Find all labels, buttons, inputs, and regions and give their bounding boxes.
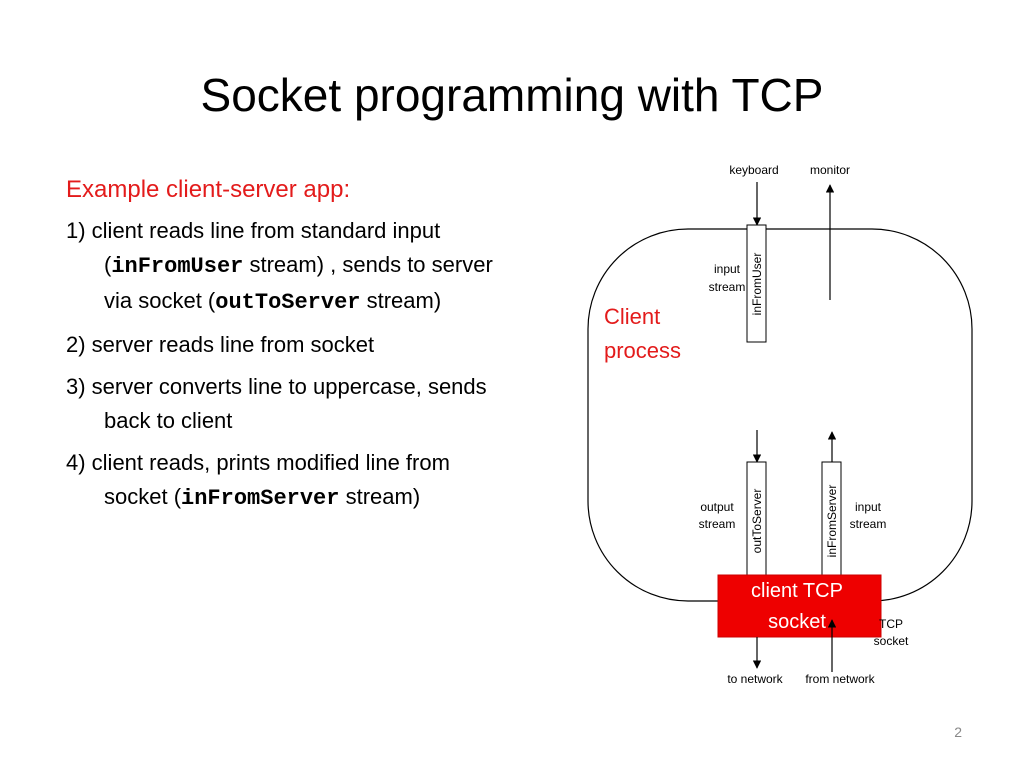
bullet-item-4-text-b: stream) <box>339 484 421 509</box>
input-stream-bottom-line2: stream <box>850 517 887 531</box>
in-from-server-label: inFromServer <box>825 485 839 558</box>
bullet-item-4-text-a: 4) client reads, prints modified line fr… <box>66 450 450 509</box>
monitor-label: monitor <box>810 163 850 177</box>
to-network-label: to network <box>727 672 783 686</box>
output-stream-line2: stream <box>699 517 736 531</box>
tcp-socket-label-line2: socket <box>874 634 909 648</box>
bullet-item-1-code-a: inFromUser <box>111 254 244 279</box>
bullet-item-1: 1) client reads line from standard input… <box>66 214 506 320</box>
slide-number: 2 <box>954 724 962 740</box>
in-from-user-box <box>746 224 767 343</box>
bullet-item-3: 3) server converts line to uppercase, se… <box>66 374 487 433</box>
bullet-heading: Example client-server app: <box>66 176 351 203</box>
bullet-item-4-code-a: inFromServer <box>181 486 340 511</box>
output-stream-line1: output <box>700 500 734 514</box>
bullet-item-1-text-b: stream) , sends to server via socket ( <box>104 252 493 313</box>
from-network-label: from network <box>805 672 875 686</box>
bullet-item-4: 4) client reads, prints modified line fr… <box>66 446 506 516</box>
client-tcp-socket-line1: client TCP <box>751 580 843 602</box>
client-process-line1: Client <box>604 304 660 329</box>
out-to-server-label: outToServer <box>750 489 764 554</box>
bullet-item-1-text-a: 1) client reads line from standard input… <box>66 218 441 277</box>
client-process-line2: process <box>604 338 681 363</box>
bullet-item-1-text-c: stream) <box>360 288 442 313</box>
keyboard-label: keyboard <box>729 163 778 177</box>
client-process-boundary <box>587 228 973 602</box>
bullet-list: Example client-server app: 1) client rea… <box>66 176 506 524</box>
input-stream-bottom-line1: input <box>855 500 882 514</box>
client-tcp-socket-line2: socket <box>768 611 826 633</box>
input-stream-top-line2: stream <box>709 280 746 294</box>
in-from-user-label: inFromUser <box>750 253 764 316</box>
bullet-item-1-code-b: outToServer <box>215 290 361 315</box>
client-tcp-socket-box <box>717 574 882 638</box>
slide-title: Socket programming with TCP <box>200 69 824 121</box>
tcp-socket-label-line1: TCP <box>879 617 903 631</box>
bullet-item-2: 2) server reads line from socket <box>66 332 375 357</box>
input-stream-top-line1: input <box>714 262 741 276</box>
